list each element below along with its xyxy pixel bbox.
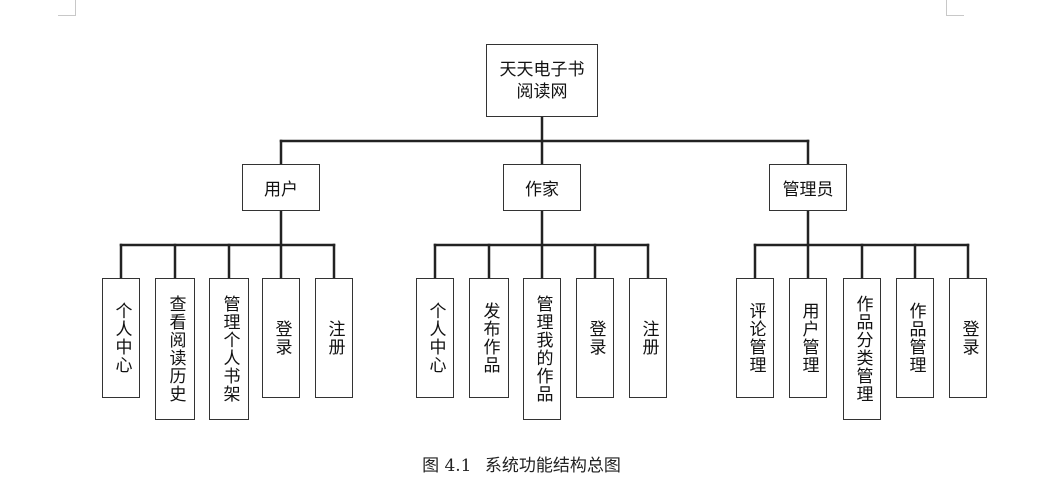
group-node-label: 用户 [264,180,298,200]
root-node-label: 天天电子书阅读网 [499,59,585,102]
page-corner-mark [75,0,76,16]
figure-title: 系统功能结构总图 [484,456,621,476]
leaf-node: 作品分类管理 [843,278,881,420]
group-node-user: 用户 [242,164,320,211]
figure-caption: 图 4.1 系统功能结构总图 [0,451,1043,476]
leaf-node: 用户管理 [789,278,827,398]
leaf-node: 作品管理 [896,278,934,398]
figure-number: 图 4.1 [422,456,472,476]
group-node-label: 作家 [525,180,559,200]
leaf-node: 查看阅读历史 [155,278,195,420]
group-node-author: 作家 [503,164,581,211]
leaf-node: 个人中心 [102,278,140,398]
page-corner-mark [946,0,947,16]
leaf-node: 管理我的作品 [523,278,561,420]
page-corner-mark [58,15,76,16]
leaf-node: 注册 [629,278,667,398]
leaf-node: 管理个人书架 [209,278,249,420]
leaf-node: 登录 [262,278,300,398]
leaf-node: 评论管理 [736,278,774,398]
leaf-node: 注册 [315,278,353,398]
leaf-node: 登录 [576,278,614,398]
group-node-label: 管理员 [782,180,834,200]
leaf-node: 登录 [949,278,987,398]
page-corner-mark [946,15,964,16]
leaf-node: 个人中心 [416,278,454,398]
group-node-admin: 管理员 [769,164,847,211]
root-node: 天天电子书阅读网 [486,44,598,117]
leaf-node: 发布作品 [469,278,509,398]
